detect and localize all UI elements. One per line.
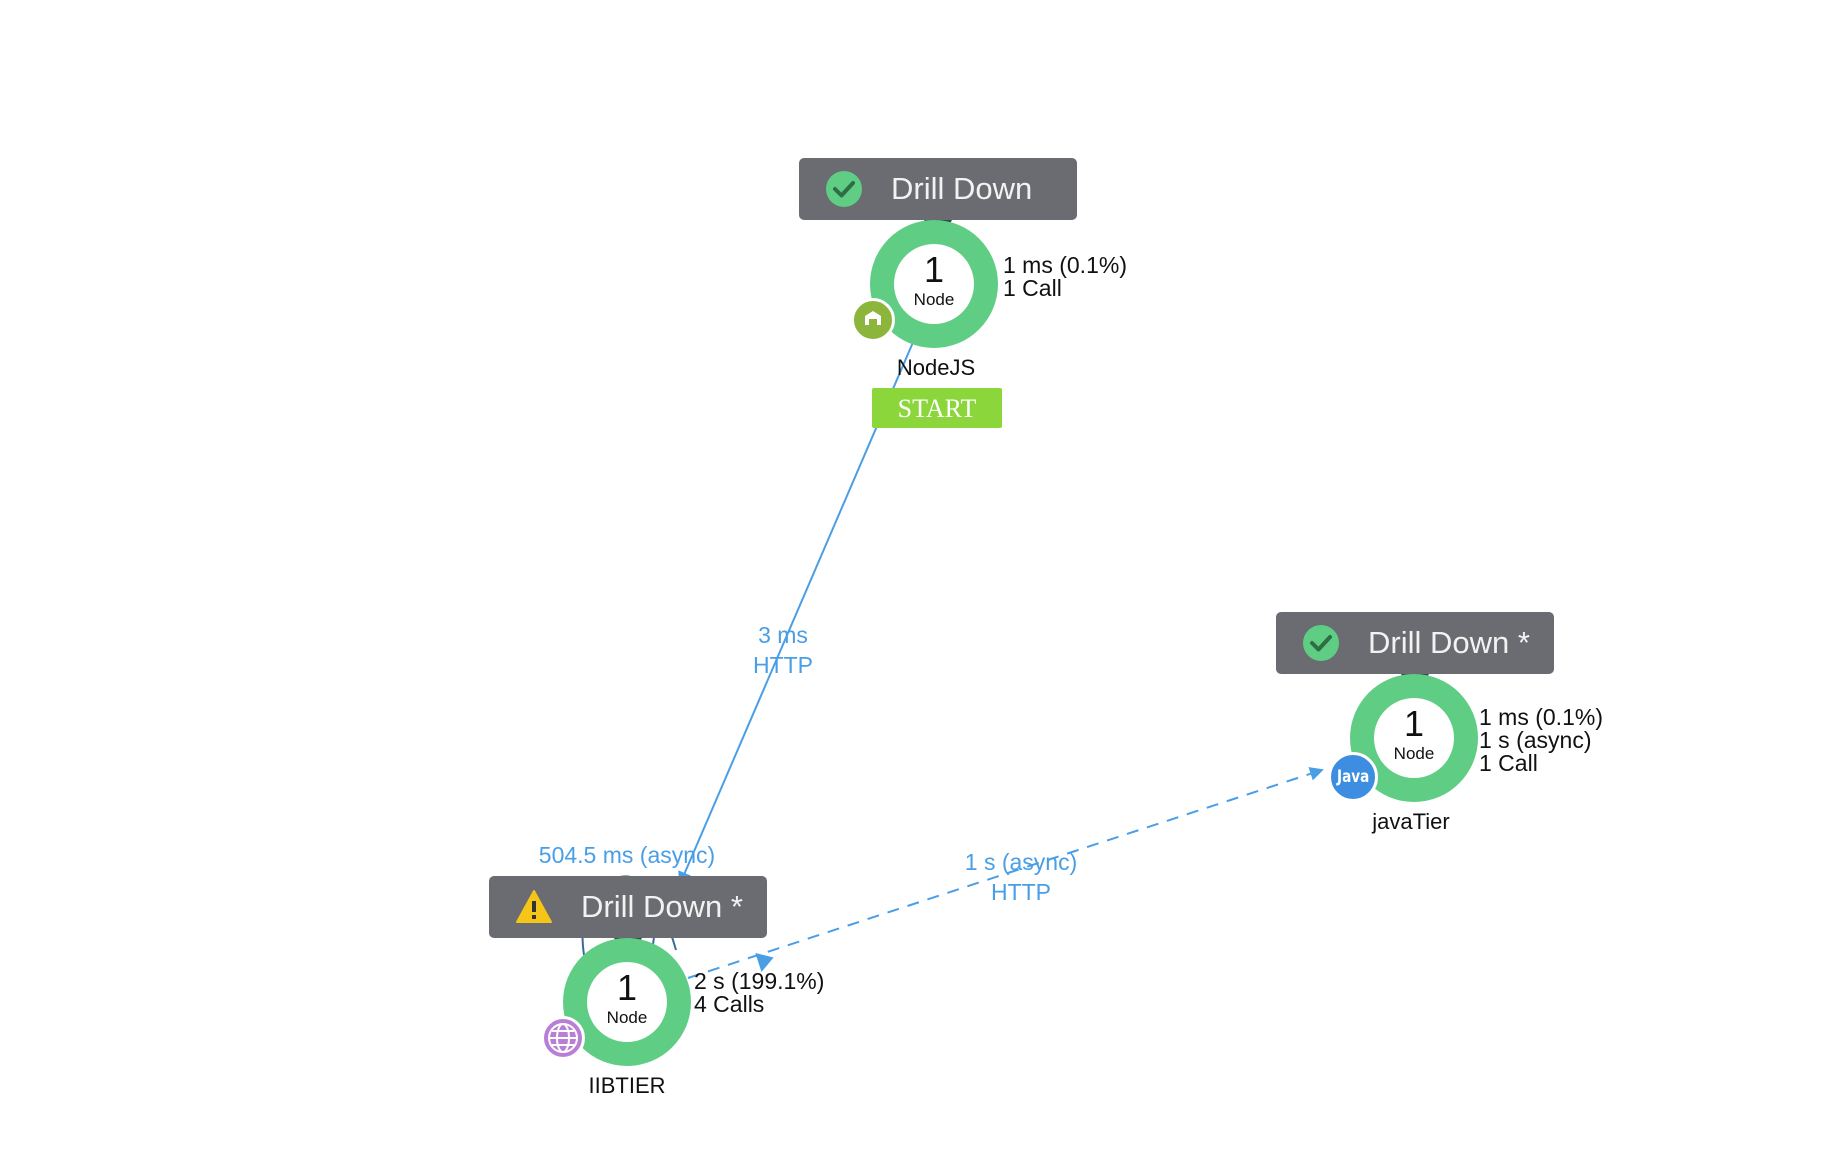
edge-label-line: 1 s (async) xyxy=(964,849,1078,875)
check-circle-icon xyxy=(826,171,862,207)
node-count-circle: 1 Node xyxy=(1374,698,1454,778)
java-icon: Java xyxy=(1328,752,1378,802)
globe-icon xyxy=(541,1016,585,1060)
start-tag: START xyxy=(872,388,1002,428)
metric-line: 1 ms (0.1%) xyxy=(1479,704,1603,730)
metric-line: 1 s (async) xyxy=(1479,727,1592,753)
node-count: 1 xyxy=(923,249,945,290)
node-count: 1 xyxy=(1403,703,1425,744)
tier-node-javatier[interactable]: 1 Node xyxy=(1350,674,1478,802)
tier-node-nodejs[interactable]: 1 Node xyxy=(870,220,998,348)
edge-iibtier-javatier[interactable] xyxy=(687,767,1324,979)
drill-down-label: Drill Down xyxy=(891,171,1033,206)
drill-down-label: Drill Down * xyxy=(581,889,743,924)
tier-name-nodejs[interactable]: NodeJS xyxy=(896,355,976,380)
drill-down-button-nodejs[interactable]: Drill Down xyxy=(799,158,1077,220)
edge-label-iibtier-javatier: 1 s (async) HTTP xyxy=(965,847,1077,907)
edge-label-line: 3 ms xyxy=(758,622,808,648)
edge-label-line: 504.5 ms (async) xyxy=(538,842,716,868)
node-count: 1 xyxy=(616,967,638,1008)
metric-line: 1 ms (0.1%) xyxy=(1003,252,1127,278)
check-circle-icon xyxy=(1303,625,1339,661)
tier-metrics-nodejs: 1 ms (0.1%) 1 Call xyxy=(1003,254,1127,300)
node-unit: Node xyxy=(606,1008,648,1027)
metric-line: 1 Call xyxy=(1479,750,1538,776)
tier-node-iibtier[interactable]: 1 Node xyxy=(563,938,691,1066)
edge-nodejs-iibtier[interactable] xyxy=(678,339,915,886)
edge-arrowhead-iibtier xyxy=(755,952,774,972)
drill-down-label: Drill Down * xyxy=(1368,625,1530,660)
metric-line: 2 s (199.1%) xyxy=(694,968,825,994)
metric-line: 1 Call xyxy=(1003,275,1062,301)
nodejs-icon xyxy=(851,298,895,342)
drill-down-button-iibtier[interactable]: Drill Down * xyxy=(489,876,767,938)
java-badge-text: Java xyxy=(1336,767,1370,787)
tier-metrics-javatier: 1 ms (0.1%) 1 s (async) 1 Call xyxy=(1479,706,1603,775)
warning-triangle-icon xyxy=(516,890,552,923)
nodejs-hexagon-icon xyxy=(865,311,881,325)
node-count-circle: 1 Node xyxy=(894,244,974,324)
tier-metrics-iibtier: 2 s (199.1%) 4 Calls xyxy=(694,970,824,1016)
drill-down-button-javatier[interactable]: Drill Down * xyxy=(1276,612,1554,674)
tier-name-iibtier[interactable]: IIBTIER xyxy=(588,1073,666,1098)
metric-line: 4 Calls xyxy=(694,991,765,1017)
globe-grid-icon xyxy=(548,1023,578,1053)
edge-label-line: HTTP xyxy=(990,879,1052,905)
node-unit: Node xyxy=(1393,744,1435,763)
node-unit: Node xyxy=(913,290,955,309)
edge-label-line: HTTP xyxy=(752,652,814,678)
tier-name-javatier[interactable]: javaTier xyxy=(1372,809,1450,834)
edge-label-nodejs-iibtier: 3 ms HTTP xyxy=(753,620,813,680)
node-count-circle: 1 Node xyxy=(587,962,667,1042)
